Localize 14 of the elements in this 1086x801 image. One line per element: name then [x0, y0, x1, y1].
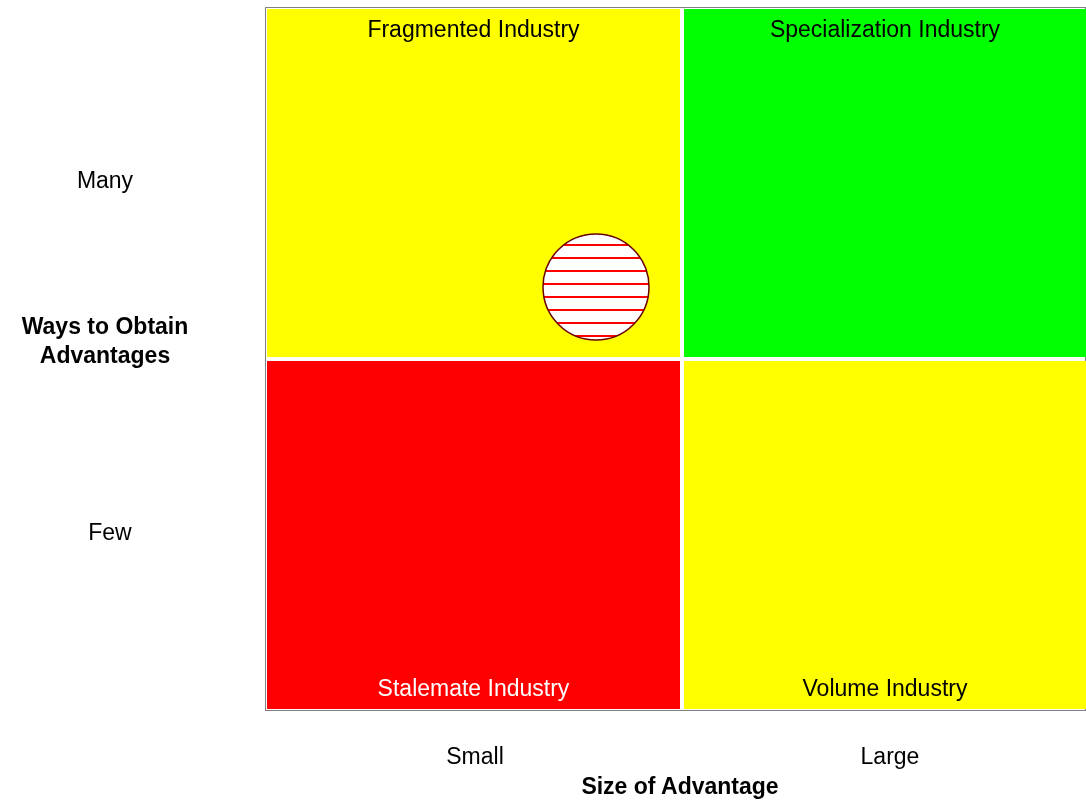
quadrant-box: [267, 9, 680, 357]
quadrant-title: Fragmented Industry: [367, 15, 580, 44]
quadrant-title: Volume Industry: [802, 674, 968, 703]
axis-label: Large: [859, 742, 921, 771]
quadrant-box: [267, 361, 680, 709]
quadrant-box: [684, 9, 1086, 357]
axis-label: Size of Advantage: [580, 772, 780, 801]
axis-label: Small: [445, 742, 505, 771]
quadrant-title: Stalemate Industry: [377, 674, 570, 703]
quadrant-box: [684, 361, 1086, 709]
axis-label: Ways to Obtain Advantages: [20, 312, 190, 370]
quadrant-title: Specialization Industry: [769, 15, 1001, 44]
axis-label: Few: [87, 518, 133, 547]
axis-label: Many: [75, 166, 135, 195]
